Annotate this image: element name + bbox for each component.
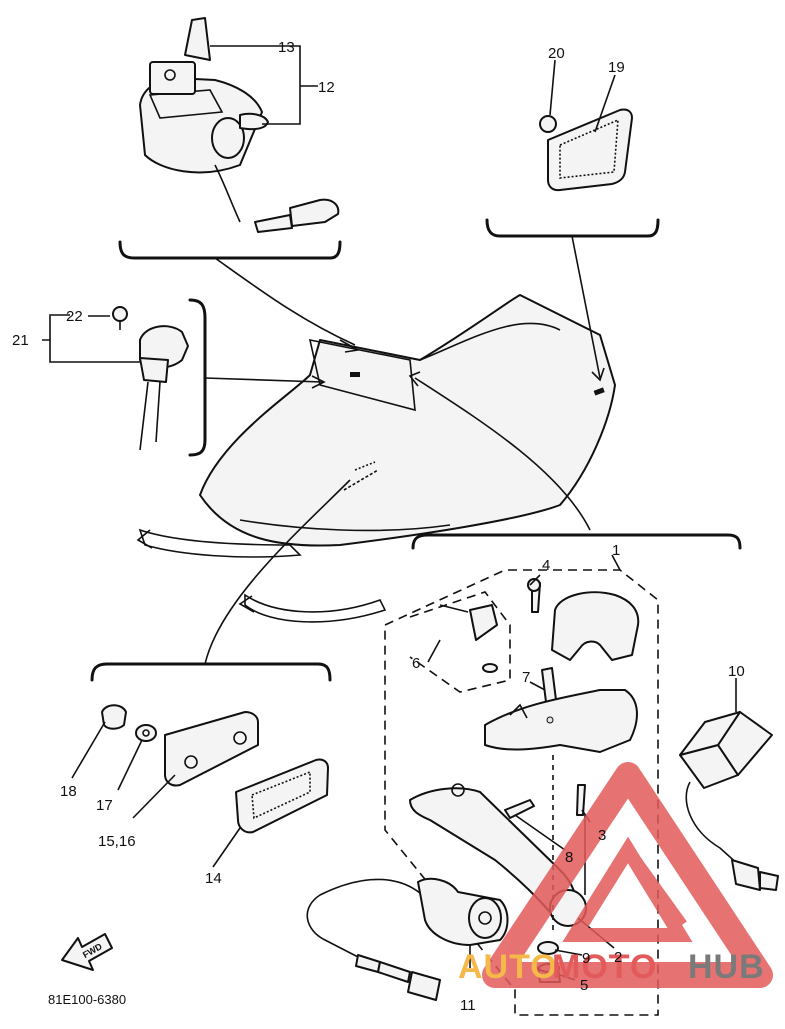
leader-lines: [204, 235, 605, 665]
label-4: 4: [542, 557, 550, 574]
control-module: [679, 711, 779, 891]
socket-assembly: [112, 306, 189, 451]
watermark-part3: HUB: [688, 948, 765, 986]
label-15-16: 15,16: [98, 833, 136, 850]
fwd-arrow-icon: FWD: [61, 933, 113, 971]
reflector-top: [539, 108, 633, 192]
label-13: 13: [278, 39, 295, 56]
snowmobile-body: [136, 294, 616, 623]
lever-assembly: [384, 569, 659, 1016]
label-12: 12: [318, 79, 335, 96]
label-2: 2: [614, 949, 622, 966]
watermark-logo: [482, 762, 773, 988]
label-leaders: [42, 45, 737, 981]
label-6: 6: [412, 655, 420, 672]
callout-box-left: [188, 298, 207, 457]
label-14: 14: [205, 870, 222, 887]
callout-box-top-left: [118, 240, 342, 260]
callout-box-bottom-right: [411, 533, 742, 550]
label-1: 1: [612, 542, 620, 559]
label-8: 8: [565, 849, 573, 866]
callout-box-top-right: [485, 218, 660, 238]
label-18: 18: [60, 783, 77, 800]
watermark-part2: MOTO: [552, 948, 657, 986]
throttle-switch: [306, 877, 509, 1001]
label-10: 10: [728, 663, 745, 680]
tail-light-housing: [139, 17, 340, 233]
label-19: 19: [608, 59, 625, 76]
watermark-part1: AUTO: [458, 948, 558, 986]
label-5: 5: [580, 977, 588, 994]
label-11: 11: [460, 997, 476, 1014]
label-17: 17: [96, 797, 113, 814]
reflector-kit: [101, 704, 329, 834]
label-7: 7: [522, 669, 530, 686]
diagram-code: 81E100-6380: [48, 992, 126, 1007]
label-9: 9: [582, 950, 590, 967]
watermark-text: AUTO MOTO HUB: [458, 948, 765, 986]
label-3: 3: [598, 827, 606, 844]
label-20: 20: [548, 45, 565, 62]
part-labels: 1 2 3 4 5 6 7 8 9 10 11 12 13 14 15,16 1…: [12, 39, 745, 1014]
callout-box-bottom-left: [90, 662, 332, 682]
label-22: 22: [66, 308, 83, 325]
label-21: 21: [12, 332, 29, 349]
